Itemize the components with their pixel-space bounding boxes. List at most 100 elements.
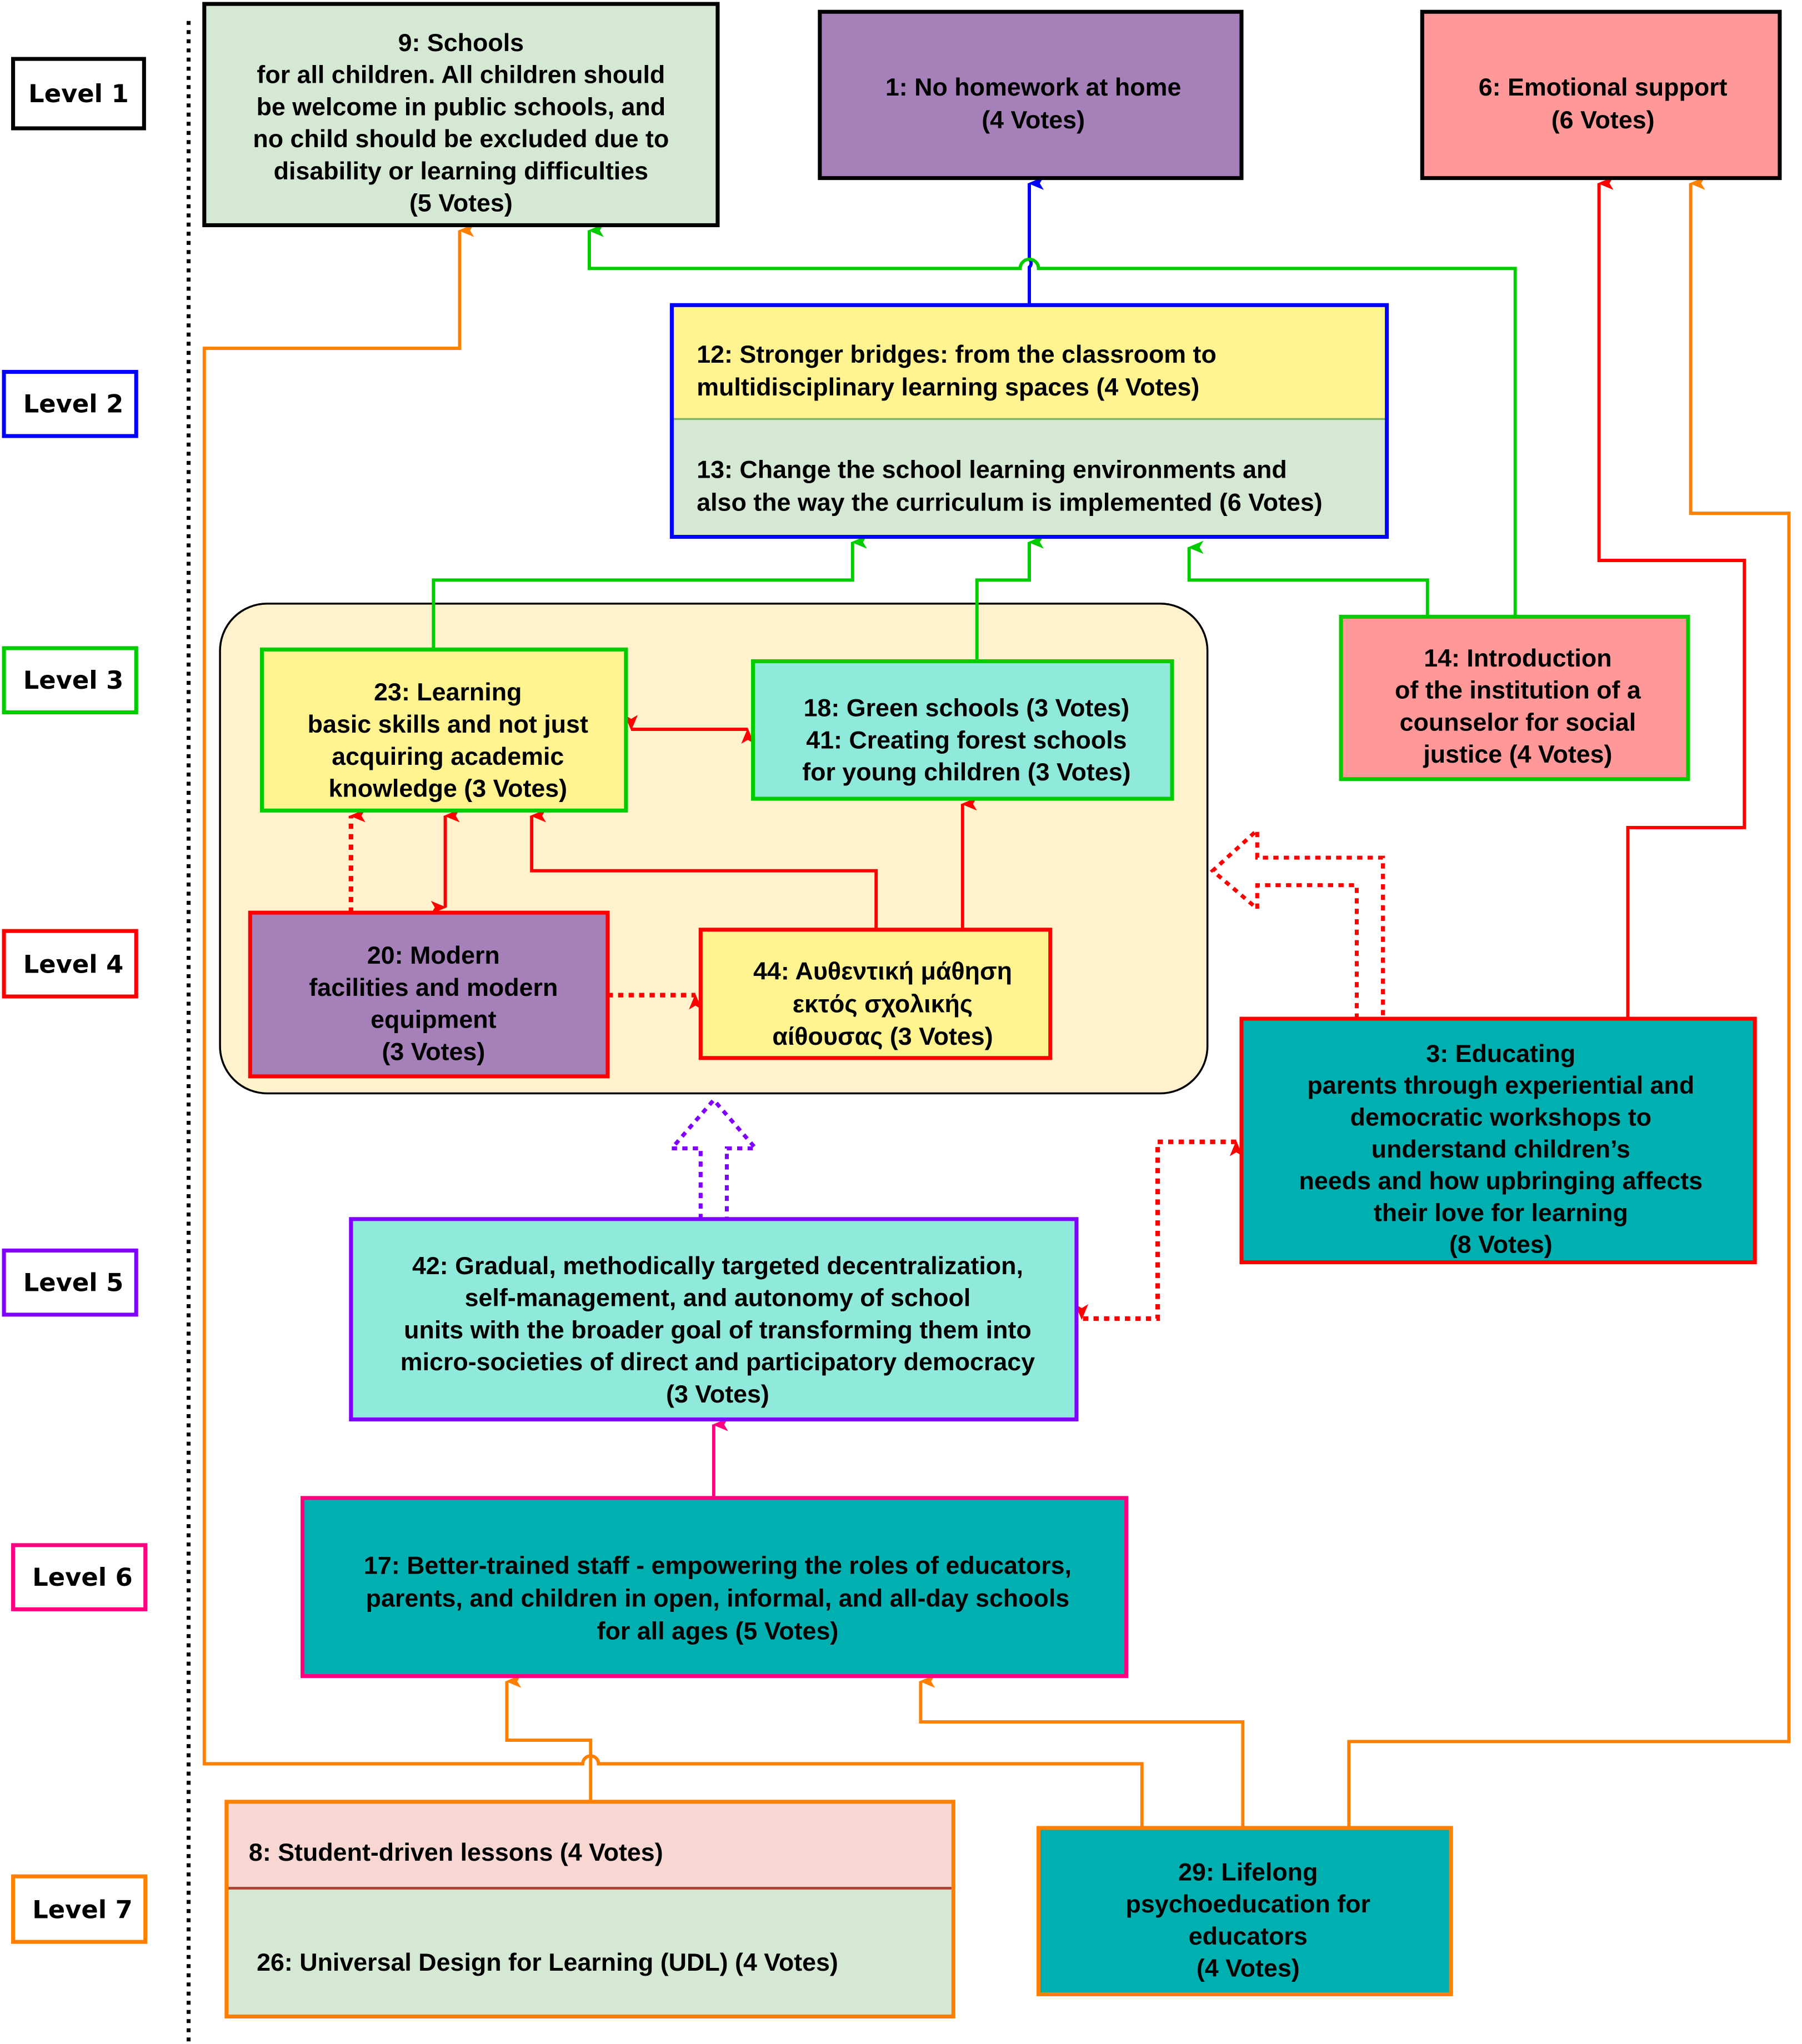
level-label-text: Level 3 <box>23 665 124 695</box>
node-20-label-line: (3 Votes) <box>382 1038 485 1065</box>
edge-14-to-9 <box>587 224 1517 617</box>
connectors <box>202 177 1791 1828</box>
node-18-41-label-line: 18: Green schools (3 Votes) <box>804 694 1130 722</box>
node-6-label-line: 6: Emotional support <box>1479 73 1728 101</box>
node-42[interactable]: 42: Gradual, methodically targeted decen… <box>349 1217 1079 1422</box>
node-26-label: 26: Universal Design for Learning (UDL) … <box>257 1948 838 1976</box>
node-13-label-line: also the way the curriculum is implement… <box>697 488 1322 516</box>
node-3-label-line: their love for learning <box>1374 1199 1628 1226</box>
node-6[interactable]: 6: Emotional support (6 Votes) <box>1420 9 1782 181</box>
edge-14-to-13 <box>1187 540 1429 617</box>
node-23[interactable]: 23: Learning basic skills and not just acq… <box>259 647 628 813</box>
node-3[interactable]: 3: Educating parents through experiential… <box>1239 1016 1757 1265</box>
node-42-label-line: 42: Gradual, methodically targeted decen… <box>412 1252 1023 1280</box>
edge-44-to-23 <box>530 809 878 930</box>
node-9-label-line: no child should be excluded due to <box>253 125 669 153</box>
node-14-label-line: 14: Introduction <box>1424 644 1611 672</box>
node-20-label-line: equipment <box>371 1006 496 1034</box>
node-42-label-line: micro-societies of direct and participat… <box>401 1348 1035 1376</box>
node-3-label-line: democratic workshops to <box>1350 1103 1651 1131</box>
node-23-label-line: basic skills and not just <box>308 710 588 738</box>
edge-42-to-cluster-hollow-arrow <box>667 1096 760 1219</box>
edge-29-to-6 <box>1347 177 1791 1828</box>
node-12-label-line: multidisciplinary learning spaces (4 Vot… <box>697 373 1199 401</box>
node-44-label-line: εκτός σχολικής <box>793 990 973 1018</box>
node-20-label-line: 20: Modern <box>367 941 500 969</box>
node-44-label-line: αίθουσας (3 Votes) <box>772 1023 993 1050</box>
node-3-label-line: 3: Educating <box>1426 1040 1575 1068</box>
level-labels: Level 1 Level 2 Level 3 Level 4 Level 5 … <box>2 57 148 1944</box>
level-label-text: Level 5 <box>23 1268 124 1297</box>
node-20-label-line: facilities and modern <box>309 974 558 1001</box>
node-23-label-line: knowledge (3 Votes) <box>328 775 567 803</box>
node-23-label-line: 23: Learning <box>374 678 522 706</box>
node-12-label-line: 12: Stronger bridges: from the classroom… <box>697 340 1217 368</box>
node-14-label-line: justice (4 Votes) <box>1423 740 1612 768</box>
node-9-label-line: be welcome in public schools, and <box>257 93 666 121</box>
level-label-1: Level 1 <box>11 57 146 131</box>
node-9-label-line: for all children. All children should <box>257 61 665 89</box>
level-label-text: Level 4 <box>23 950 124 979</box>
node-20-label: 20: Modern facilities and modern equipment… <box>309 941 558 1065</box>
node-18-41-label-line: 41: Creating forest schools <box>806 726 1127 754</box>
level-label-7: Level 7 <box>11 1874 148 1944</box>
node-12-13[interactable]: 12: Stronger bridges: from the classroom… <box>669 303 1389 539</box>
node-1[interactable]: 1: No homework at home (4 Votes) <box>818 9 1244 181</box>
node-8-label-line: 8: Student-driven lessons (4 Votes) <box>249 1838 663 1866</box>
edge-29-to-17 <box>919 1675 1245 1828</box>
node-17-label-line: 17: Better-trained staff - empowering th… <box>364 1552 1072 1580</box>
level-label-text: Level 1 <box>28 79 129 108</box>
node-9-label-line: disability or learning difficulties <box>274 157 648 185</box>
node-3-label-line: parents through experiential and <box>1307 1071 1694 1099</box>
edge-3-to-6 <box>1597 177 1746 1019</box>
level-label-5: Level 5 <box>2 1248 138 1317</box>
node-14-label-line: of the institution of a <box>1395 677 1641 704</box>
node-29-label-line: 29: Lifelong <box>1178 1858 1318 1886</box>
node-1-label-line: (4 Votes) <box>982 106 1085 134</box>
node-29-label-line: psychoeducation for <box>1126 1890 1370 1918</box>
node-42-label-line: units with the broader goal of transform… <box>404 1316 1032 1344</box>
node-17-label-line: for all ages (5 Votes) <box>597 1617 839 1645</box>
node-17[interactable]: 17: Better-trained staff - empowering th… <box>301 1496 1129 1679</box>
node-13-label-line: 13: Change the school learning environme… <box>697 455 1287 483</box>
node-8-26[interactable]: 8: Student-driven lessons (4 Votes) 26: … <box>224 1800 955 2019</box>
edge-13-to-1 <box>1028 177 1044 305</box>
node-3-label: 3: Educating parents through experiential… <box>1299 1040 1703 1259</box>
node-1-label: 1: No homework at home (4 Votes) <box>885 73 1181 134</box>
level-label-text: Level 2 <box>23 389 124 419</box>
node-17-label-line: parents, and children in open, informal,… <box>366 1585 1070 1612</box>
node-9-label-line: 9: Schools <box>398 29 524 57</box>
edge-3-to-cluster-hollow-arrow <box>1209 825 1385 1019</box>
node-6-label-line: (6 Votes) <box>1551 106 1655 134</box>
node-6-label: 6: Emotional support (6 Votes) <box>1479 73 1728 134</box>
edge-23-to-13 <box>432 535 867 650</box>
node-23-label-line: acquiring academic <box>332 743 564 770</box>
node-13-label: 13: Change the school learning environme… <box>697 455 1322 516</box>
node-20[interactable]: 20: Modern facilities and modern equipment… <box>248 910 610 1079</box>
node-3-label-line: needs and how upbringing affects <box>1299 1167 1703 1195</box>
node-23-label: 23: Learning basic skills and not just acq… <box>308 678 588 802</box>
node-1-label-line: 1: No homework at home <box>885 73 1181 101</box>
node-8-label: 8: Student-driven lessons (4 Votes) <box>249 1838 663 1866</box>
node-29-label-line: educators <box>1189 1922 1308 1950</box>
node-18-41-label: 18: Green schools (3 Votes) 41: Creating … <box>802 694 1130 786</box>
edge-3-to-42-dotted <box>1075 1139 1243 1321</box>
node-18-41[interactable]: 18: Green schools (3 Votes) 41: Creating … <box>751 659 1174 801</box>
node-3-label-line: (8 Votes) <box>1449 1231 1553 1259</box>
node-12-label: 12: Stronger bridges: from the classroom… <box>697 340 1217 401</box>
level-label-4: Level 4 <box>2 929 138 999</box>
node-29[interactable]: 29: Lifelong psychoeducation for educators… <box>1037 1826 1453 1996</box>
node-9[interactable]: 9: Schools for all children. All children… <box>202 2 720 228</box>
node-17-label: 17: Better-trained staff - empowering th… <box>364 1552 1072 1645</box>
node-42-label-line: (3 Votes) <box>666 1380 769 1408</box>
level-label-3: Level 3 <box>2 646 138 714</box>
level-label-text: Level 7 <box>32 1895 133 1925</box>
level-label-6: Level 6 <box>11 1543 148 1611</box>
node-3-label-line: understand children’s <box>1371 1135 1630 1163</box>
node-18-41-label-line: for young children (3 Votes) <box>802 758 1130 786</box>
